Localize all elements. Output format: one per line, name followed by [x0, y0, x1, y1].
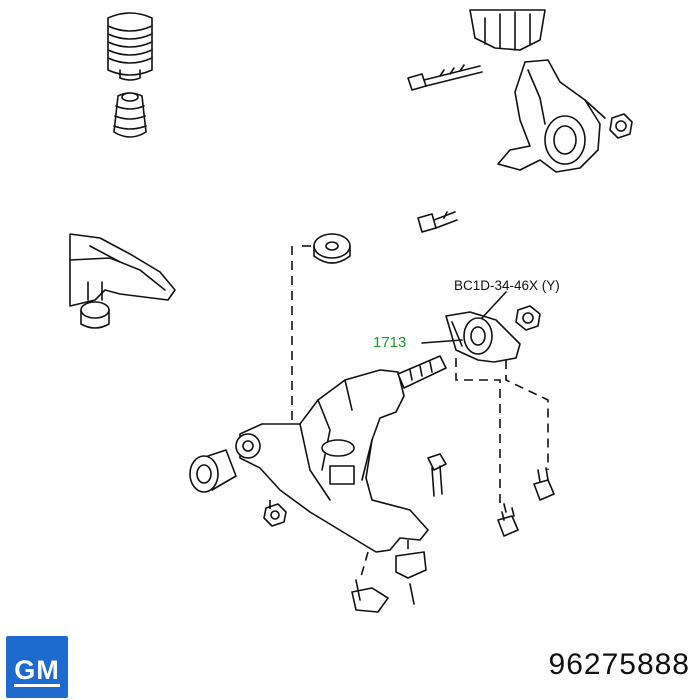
front-bushing [189, 449, 237, 493]
part-number: 96275888 [548, 648, 690, 681]
arm-bolt-1 [427, 453, 447, 497]
lower-control-arm [235, 369, 429, 553]
strut-mount [469, 9, 546, 51]
knuckle-bolt [417, 211, 458, 233]
bushing-code-label: BC1D-34-46X (Y) [454, 278, 560, 293]
upper-bolt [407, 64, 483, 91]
rear-bushing [445, 311, 521, 363]
ref-number-label: 1713 [373, 334, 406, 351]
knuckle-nut [609, 113, 633, 139]
steering-knuckle [497, 59, 606, 173]
gm-logo-text: GM [14, 654, 60, 687]
gm-logo: GM [6, 636, 68, 698]
bump-stop [113, 92, 147, 138]
bushing-bolt-2 [533, 467, 555, 501]
callout-leaders [421, 291, 507, 344]
ball-joint-stud [397, 355, 447, 389]
ball-joint [351, 551, 427, 613]
subframe [69, 233, 176, 329]
bushing-nut [515, 305, 541, 331]
bushing-bolt-1 [497, 503, 519, 537]
exploded-view-lines [269, 245, 549, 581]
washer [313, 233, 351, 264]
arm-nut [263, 503, 287, 527]
spring-boot [107, 12, 153, 81]
